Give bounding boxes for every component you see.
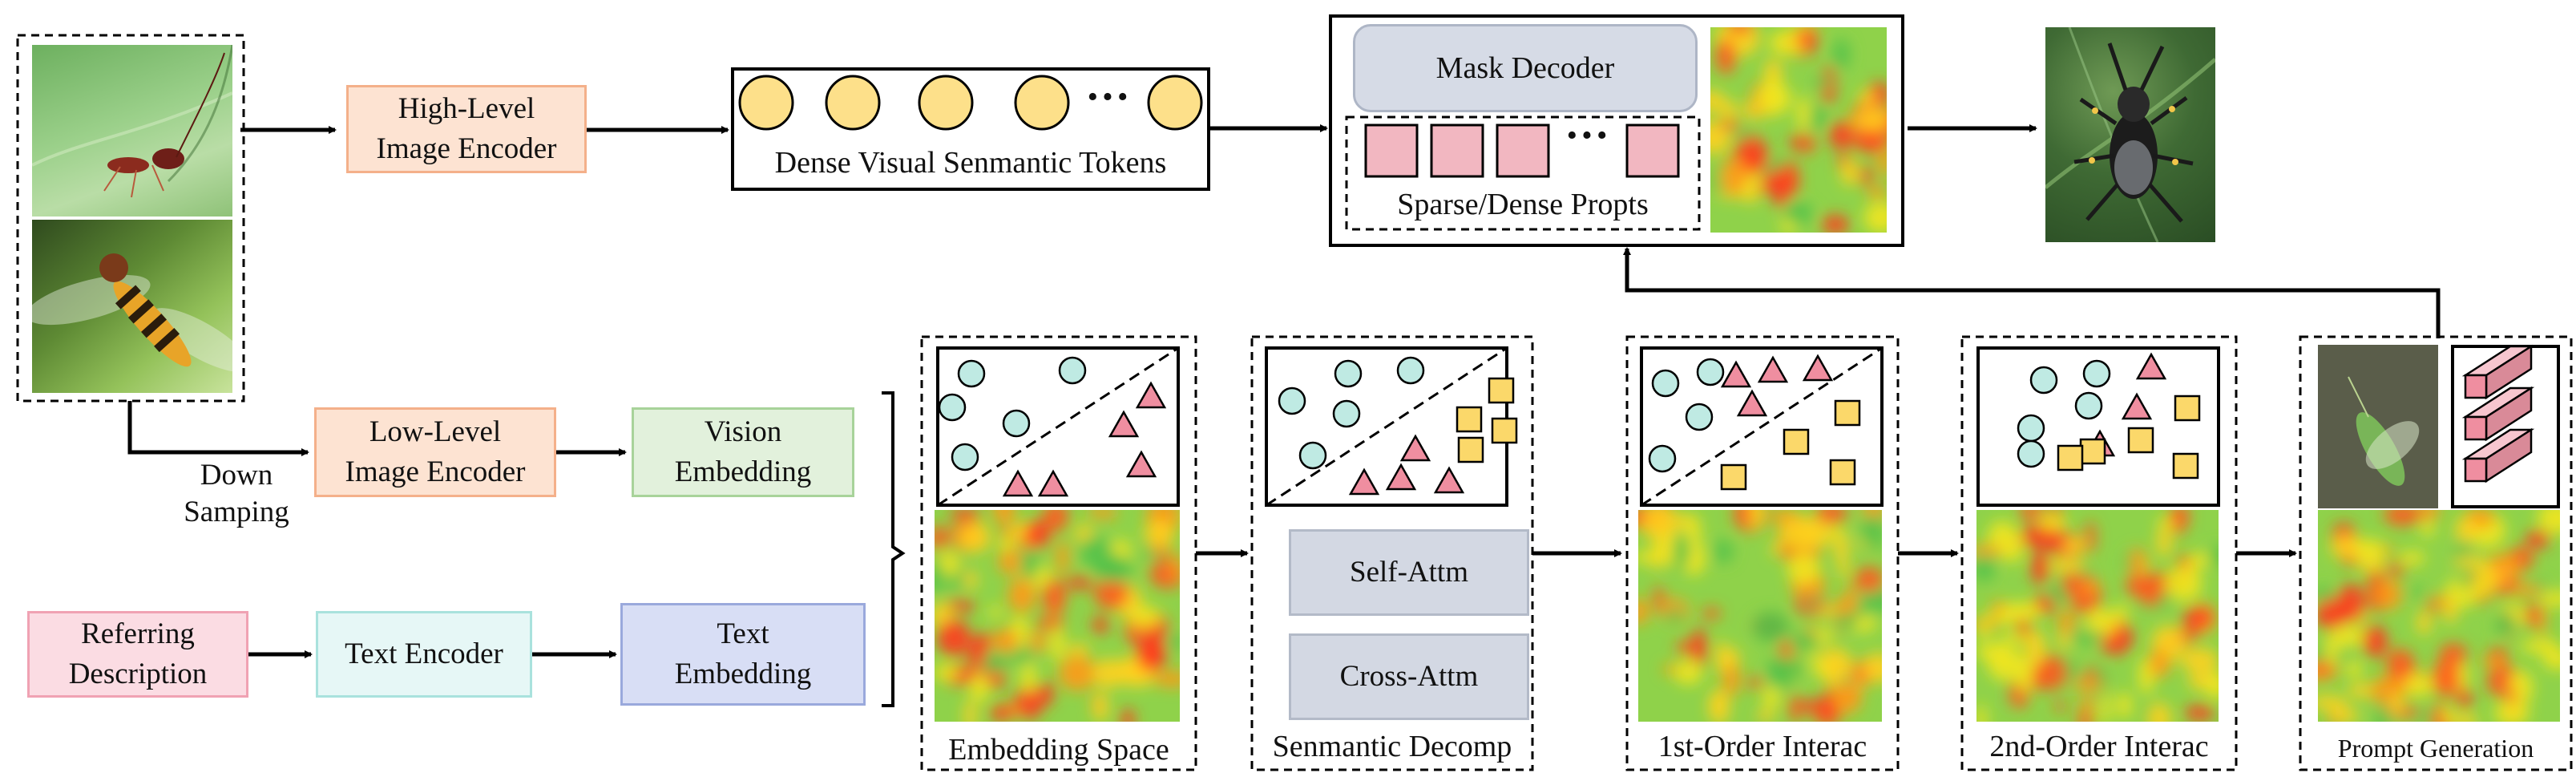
stage-prompt-generation-frame — [2299, 335, 2573, 771]
high-level-image-encoder: High-Level Image Encoder — [346, 85, 587, 173]
output-photo-bug — [2045, 27, 2215, 242]
prompt-square — [1496, 123, 1550, 178]
shape-box-first-order — [1640, 346, 1884, 507]
token-circles — [738, 75, 1203, 131]
lacewing-photo — [2318, 345, 2438, 508]
down-sampling-label: Down Samping — [184, 459, 289, 528]
shape-box-embedding — [936, 346, 1180, 507]
referring-description: Referring Description — [27, 611, 248, 698]
heatmap-first-order — [1638, 510, 1882, 722]
low-level-image-encoder: Low-Level Image Encoder — [314, 407, 556, 497]
decoder-heatmap — [1710, 27, 1887, 233]
heatmap-second-order — [1976, 510, 2219, 722]
mask-decoder-box: Mask Decoder — [1353, 24, 1698, 112]
tokens-ellipsis: ··· — [1084, 72, 1131, 122]
mask-decoder-panel — [1329, 14, 1904, 247]
prompt-square — [1625, 123, 1680, 178]
heatmap-embedding-space — [935, 510, 1180, 722]
input-images-frame — [16, 34, 245, 403]
text-encoder: Text Encoder — [316, 611, 532, 698]
caption-prompt-generation: Prompt Generation — [2337, 734, 2534, 763]
prompts-dashed-frame — [1345, 115, 1701, 231]
shape-box-second-order — [1976, 346, 2220, 507]
stage-first-order-frame — [1625, 335, 1900, 771]
input-photo-wasp — [32, 45, 232, 217]
prompt-blocks-icon — [2451, 344, 2560, 508]
input-photo-hoverfly — [32, 220, 232, 393]
caption-first-order: 1st-Order Interac — [1657, 730, 1867, 763]
arrow-down-sampling — [127, 401, 309, 456]
self-attention-box: Self-Attm — [1289, 529, 1529, 616]
token-circle — [1147, 75, 1203, 131]
caption-semantic-decomp: Senmantic Decomp — [1272, 730, 1512, 763]
stage-second-order-frame — [1960, 335, 2238, 771]
vision-embedding: Vision Embedding — [632, 407, 854, 497]
shape-box-decomp — [1265, 346, 1518, 507]
sparse-dense-prompts-label: Sparse/Dense Propts — [1397, 188, 1649, 221]
stage-embedding-space-frame — [920, 335, 1197, 771]
token-circle — [918, 75, 974, 131]
token-circle — [738, 75, 794, 131]
caption-embedding-space: Embedding Space — [948, 733, 1169, 767]
prompt-square — [1430, 123, 1484, 178]
embedding-bracket — [882, 391, 906, 707]
token-circle — [825, 75, 881, 131]
heatmap-prompt-generation — [2318, 510, 2560, 722]
caption-second-order: 2nd-Order Interac — [1989, 730, 2209, 763]
prompt-squares — [1364, 123, 1680, 178]
prompt-square — [1364, 123, 1419, 178]
dense-tokens-label: Dense Visual Senmantic Tokens — [774, 146, 1167, 180]
token-circle — [1014, 75, 1070, 131]
cross-attention-box: Cross-Attm — [1289, 633, 1529, 720]
text-embedding: Text Embedding — [620, 603, 866, 706]
stage-semantic-decomp-frame — [1250, 335, 1534, 771]
prompts-ellipsis: ··· — [1564, 111, 1610, 160]
dense-tokens-box — [731, 67, 1210, 191]
arrow-prompt-feedback — [1623, 247, 2441, 338]
